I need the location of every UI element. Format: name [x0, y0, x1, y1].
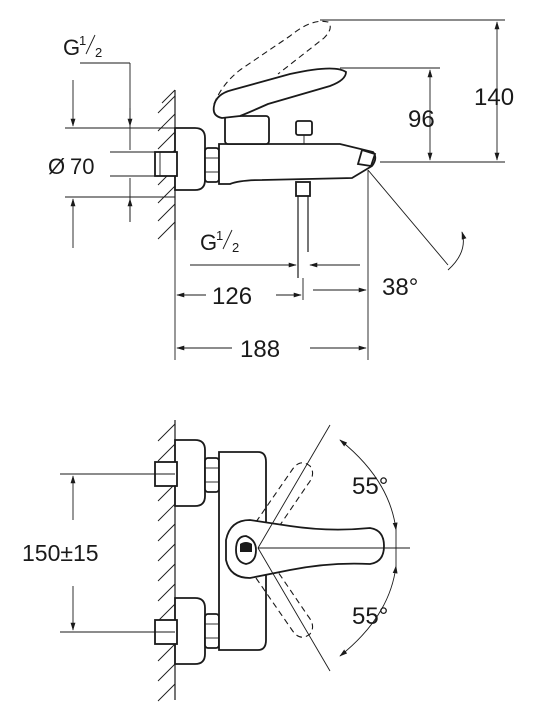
thread-top-sup: 1	[79, 33, 86, 48]
thread-top-sub: 2	[95, 45, 102, 60]
dim-diameter: Ø 70	[48, 154, 94, 179]
lever-rotated-down-outline	[255, 571, 314, 638]
spout-outlet	[356, 148, 377, 168]
wall-rosette-top	[174, 127, 206, 191]
dim-angle-38: 38°	[367, 169, 467, 301]
diameter-symbol: Ø	[48, 154, 65, 179]
wall-rosette-lower	[174, 597, 206, 665]
mixer-body	[218, 143, 377, 185]
dim-150-label: 150±15	[22, 540, 99, 566]
wall-rosette-upper	[174, 439, 206, 507]
angle-55-bottom-label: 55°	[352, 603, 388, 630]
dim-lengths: 126 188	[174, 170, 369, 363]
diameter-value: 70	[70, 154, 94, 179]
angle-38-label: 38°	[382, 274, 418, 301]
thread-bottom-sub: 2	[232, 240, 239, 255]
dim-126-label: 126	[212, 283, 252, 310]
shower-outlet-nut	[295, 181, 311, 197]
angle-55-top-label: 55°	[352, 473, 388, 500]
dim-96-label: 96	[408, 106, 435, 133]
dim-angles-55: 55° 55°	[257, 424, 410, 672]
lever-handle	[212, 67, 347, 119]
wall-connector-top	[154, 151, 178, 177]
dim-thread-bottom: G 1 2	[190, 228, 360, 268]
lever-base	[224, 115, 270, 145]
lever-rotated-up-outline	[255, 462, 314, 529]
thread-bottom-sup: 1	[216, 228, 223, 243]
eccentric-nut-lower	[204, 613, 220, 649]
eccentric-nut-top	[204, 147, 220, 183]
dim-thread-top: G 1 2	[63, 33, 175, 248]
dim-140-label: 140	[474, 84, 514, 111]
diverter-knob	[295, 120, 313, 136]
thread-bottom-base: G	[200, 230, 217, 255]
eccentric-nut-upper	[204, 457, 220, 493]
lever-raised-outline	[213, 20, 331, 105]
dim-188-label: 188	[240, 336, 280, 363]
thread-top-base: G	[63, 35, 80, 60]
dim-heights: 96 140	[320, 19, 514, 163]
dim-height-150: 150±15	[22, 473, 175, 633]
side-view	[154, 20, 377, 278]
lever-logo-mark	[240, 542, 252, 552]
front-view	[154, 420, 385, 702]
